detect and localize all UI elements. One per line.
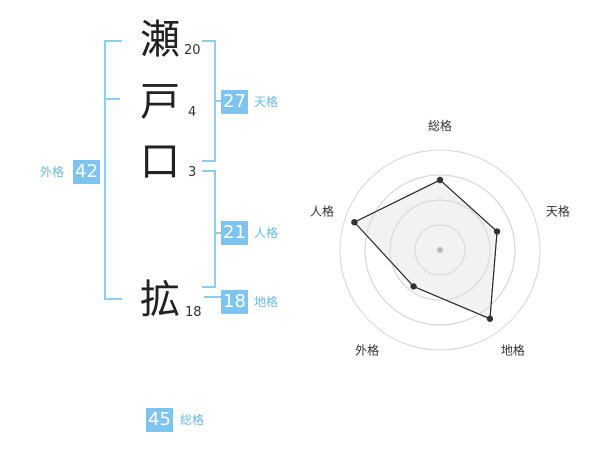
tenkaku-label: 天格 bbox=[254, 95, 279, 109]
radar-point-2 bbox=[493, 228, 501, 235]
stroke-count-1: 20 bbox=[184, 43, 201, 58]
jinkaku-tick bbox=[214, 232, 222, 234]
name-char-4: 拡 bbox=[140, 277, 180, 323]
radar-inner-ring-3 bbox=[364, 174, 516, 326]
soukaku-label: 総格 bbox=[180, 413, 205, 427]
radar-point-1 bbox=[436, 176, 444, 184]
radar-axis-label-2: 天格 bbox=[546, 204, 570, 219]
radar-outline bbox=[353, 179, 498, 320]
radar-axis-label-4: 外格 bbox=[355, 342, 379, 357]
name-char-1: 瀬 bbox=[140, 17, 180, 63]
radar-point-5 bbox=[351, 218, 358, 226]
gaikaku-inner-tick bbox=[104, 98, 120, 100]
radar-point-3 bbox=[486, 315, 494, 322]
radar-inner-ring-2 bbox=[389, 199, 491, 301]
jinkaku-label: 人格 bbox=[254, 226, 279, 240]
chikaku-label: 地格 bbox=[254, 295, 279, 309]
radar-inner-ring-1 bbox=[414, 224, 466, 276]
radar-axis-label-5: 人格 bbox=[310, 204, 334, 219]
tenkaku-tick bbox=[214, 100, 222, 102]
tenkaku-value: 27 bbox=[221, 90, 248, 114]
jinkaku-bracket bbox=[202, 170, 216, 288]
stroke-count-3: 3 bbox=[188, 165, 197, 180]
soukaku-value: 45 bbox=[146, 408, 173, 432]
name-char-2: 戸 bbox=[140, 79, 180, 125]
name-char-3: 口 bbox=[140, 139, 180, 185]
gaikaku-bracket bbox=[104, 40, 122, 300]
stroke-count-4: 18 bbox=[185, 305, 202, 320]
chikaku-value: 18 bbox=[221, 290, 248, 314]
radar-axis-label-1: 総格 bbox=[428, 118, 452, 133]
chikaku-tick bbox=[204, 296, 222, 298]
jinkaku-value: 21 bbox=[221, 221, 248, 245]
radar-axis-label-3: 地格 bbox=[501, 342, 525, 357]
radar-point-4 bbox=[410, 283, 417, 290]
radar-ring-4 bbox=[339, 149, 541, 351]
radar-center-dot bbox=[437, 247, 443, 253]
stroke-count-2: 4 bbox=[188, 105, 197, 120]
gaikaku-value: 42 bbox=[73, 160, 100, 184]
gaikaku-label: 外格 bbox=[40, 165, 65, 179]
